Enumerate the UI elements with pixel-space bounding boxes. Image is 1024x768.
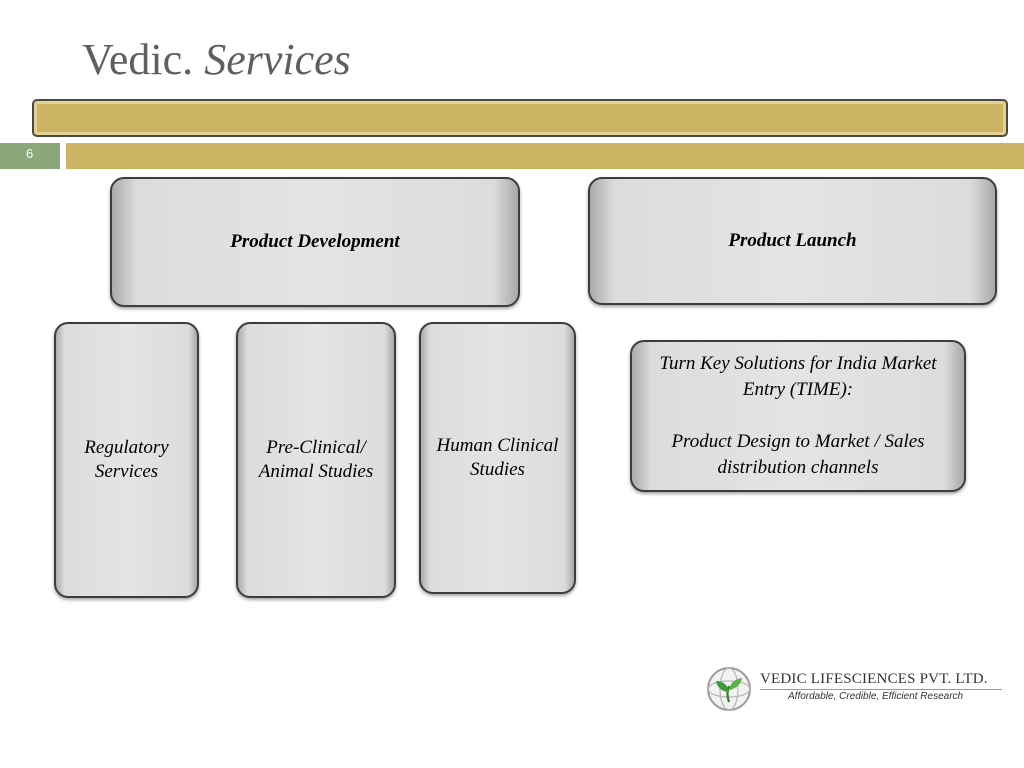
header-decor-bar [32, 99, 1008, 137]
time-solutions-box: Turn Key Solutions for India Market Entr… [630, 340, 966, 492]
header-decor-strip [66, 143, 1024, 169]
product-design-text: Product Design to Market / Sales distrib… [671, 431, 925, 478]
time-solutions-text: Turn Key Solutions for India Market Entr… [659, 353, 937, 400]
pre-clinical-label: Pre-Clinical/ Animal Studies [258, 437, 374, 482]
product-development-label: Product Development [230, 231, 400, 252]
human-clinical-box: Human Clinical Studies [419, 322, 576, 594]
logo-tagline: Affordable, Credible, Efficient Research [788, 691, 964, 702]
human-clinical-label: Human Clinical Studies [436, 435, 559, 480]
logo-divider [760, 689, 1002, 690]
globe-leaf-icon [707, 667, 751, 711]
product-development-box: Product Development [110, 177, 520, 307]
logo-company-name: VEDIC LIFESCIENCES PVT. LTD. [760, 671, 988, 687]
pre-clinical-box: Pre-Clinical/ Animal Studies [236, 322, 396, 598]
title-italic: Services [204, 35, 351, 84]
regulatory-services-label: Regulatory Services [84, 437, 169, 482]
company-logo: VEDIC LIFESCIENCES PVT. LTD. Affordable,… [706, 664, 1006, 714]
regulatory-services-box: Regulatory Services [54, 322, 199, 598]
product-launch-box: Product Launch [588, 177, 997, 305]
product-launch-label: Product Launch [728, 230, 857, 251]
slide-number: 6 [0, 143, 60, 169]
title-plain: Vedic. [82, 35, 194, 84]
page-title: Vedic. Services [82, 34, 351, 85]
